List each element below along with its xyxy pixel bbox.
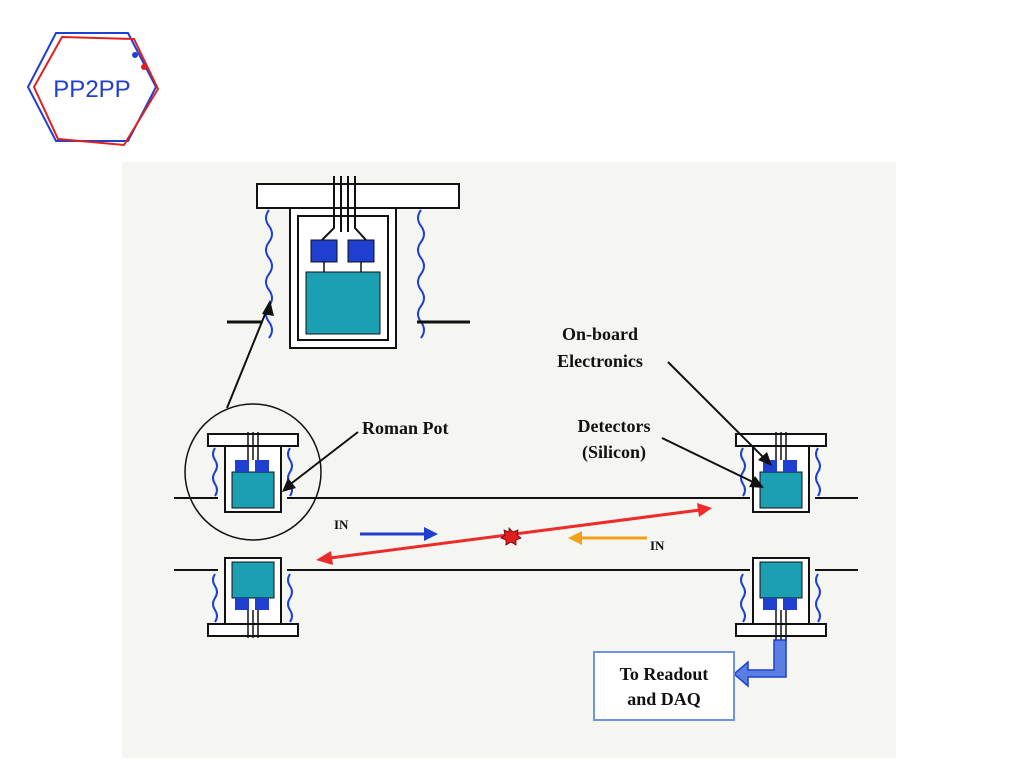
detectors-label-line2: (Silicon): [582, 442, 646, 463]
roman-pot-diagram: To Readout and DAQ IN IN Roman Pot On-bo…: [122, 162, 896, 758]
roman-pot-lower-left: [207, 557, 299, 638]
pot-bellows-left: [212, 573, 218, 623]
onboard-arrow: [667, 361, 767, 461]
roman-pot-label: Roman Pot: [362, 418, 449, 438]
enlarged-cables: [321, 176, 367, 241]
pot-bellows-left: [740, 447, 746, 497]
logo-dot-blue: [132, 52, 138, 58]
track-red-head-right: [697, 503, 712, 517]
detectors-label-line1: Detectors: [578, 416, 651, 436]
pp2pp-logo: PP2PP: [26, 32, 160, 147]
zoom-arrow: [226, 301, 271, 409]
zoom-arrow-head: [262, 300, 274, 316]
in-label-right: IN: [650, 538, 665, 553]
logo-hexagon-red: [32, 35, 160, 147]
in-label-left: IN: [334, 517, 349, 532]
pot-cables: [775, 610, 787, 642]
interaction-point-star: [500, 527, 522, 546]
pot-chip-right: [255, 460, 269, 472]
pot-cables: [247, 610, 259, 638]
onboard-arrow-head: [758, 452, 772, 466]
roman-pot-lower-right: [735, 557, 827, 642]
pot-detector: [231, 471, 275, 509]
readout-label-line1: To Readout: [620, 664, 709, 684]
beam-orange-head: [568, 531, 582, 545]
enlarged-chip-right: [347, 239, 375, 263]
onboard-label-line1: On-board: [562, 324, 638, 344]
enlarged-bellows-left: [265, 209, 273, 339]
readout-box: [593, 651, 735, 721]
beam-blue-head: [424, 527, 438, 541]
pot-chip-right: [255, 598, 269, 610]
zoom-circle: [184, 403, 322, 541]
logo-dot-red: [141, 64, 147, 70]
roman-pot-enlarged: [227, 176, 470, 349]
pot-chip-left: [235, 460, 249, 472]
pot-cables: [247, 432, 259, 460]
pot-detector: [759, 471, 803, 509]
pot-bellows-right: [287, 573, 293, 623]
readout-label-line2: and DAQ: [627, 689, 701, 709]
pot-chip-right: [783, 598, 797, 610]
pot-bellows-right: [815, 447, 821, 497]
pot-bellows-right: [815, 573, 821, 623]
enlarged-chip-left: [310, 239, 338, 263]
enlarged-flange: [256, 183, 460, 209]
enlarged-detector: [305, 271, 381, 335]
roman-pot-arrow-head: [282, 478, 296, 492]
enlarged-bellows-right: [417, 209, 425, 339]
roman-pot-arrow: [287, 431, 359, 487]
pot-bellows-left: [212, 447, 218, 497]
detectors-arrow-head: [749, 476, 764, 488]
pot-chip-right: [783, 460, 797, 472]
readout-arrow: [732, 639, 787, 688]
detectors-arrow: [661, 437, 758, 485]
pot-chip-left: [763, 598, 777, 610]
pot-detector: [231, 561, 275, 599]
logo-text: PP2PP: [53, 76, 130, 103]
pot-cables: [775, 432, 787, 460]
roman-pot-upper-left: [207, 432, 299, 513]
onboard-label-line2: Electronics: [557, 351, 643, 371]
pot-chip-left: [235, 598, 249, 610]
track-red-head-left: [316, 551, 333, 565]
pot-detector: [759, 561, 803, 599]
roman-pot-upper-right: [735, 432, 827, 513]
pot-bellows-left: [740, 573, 746, 623]
